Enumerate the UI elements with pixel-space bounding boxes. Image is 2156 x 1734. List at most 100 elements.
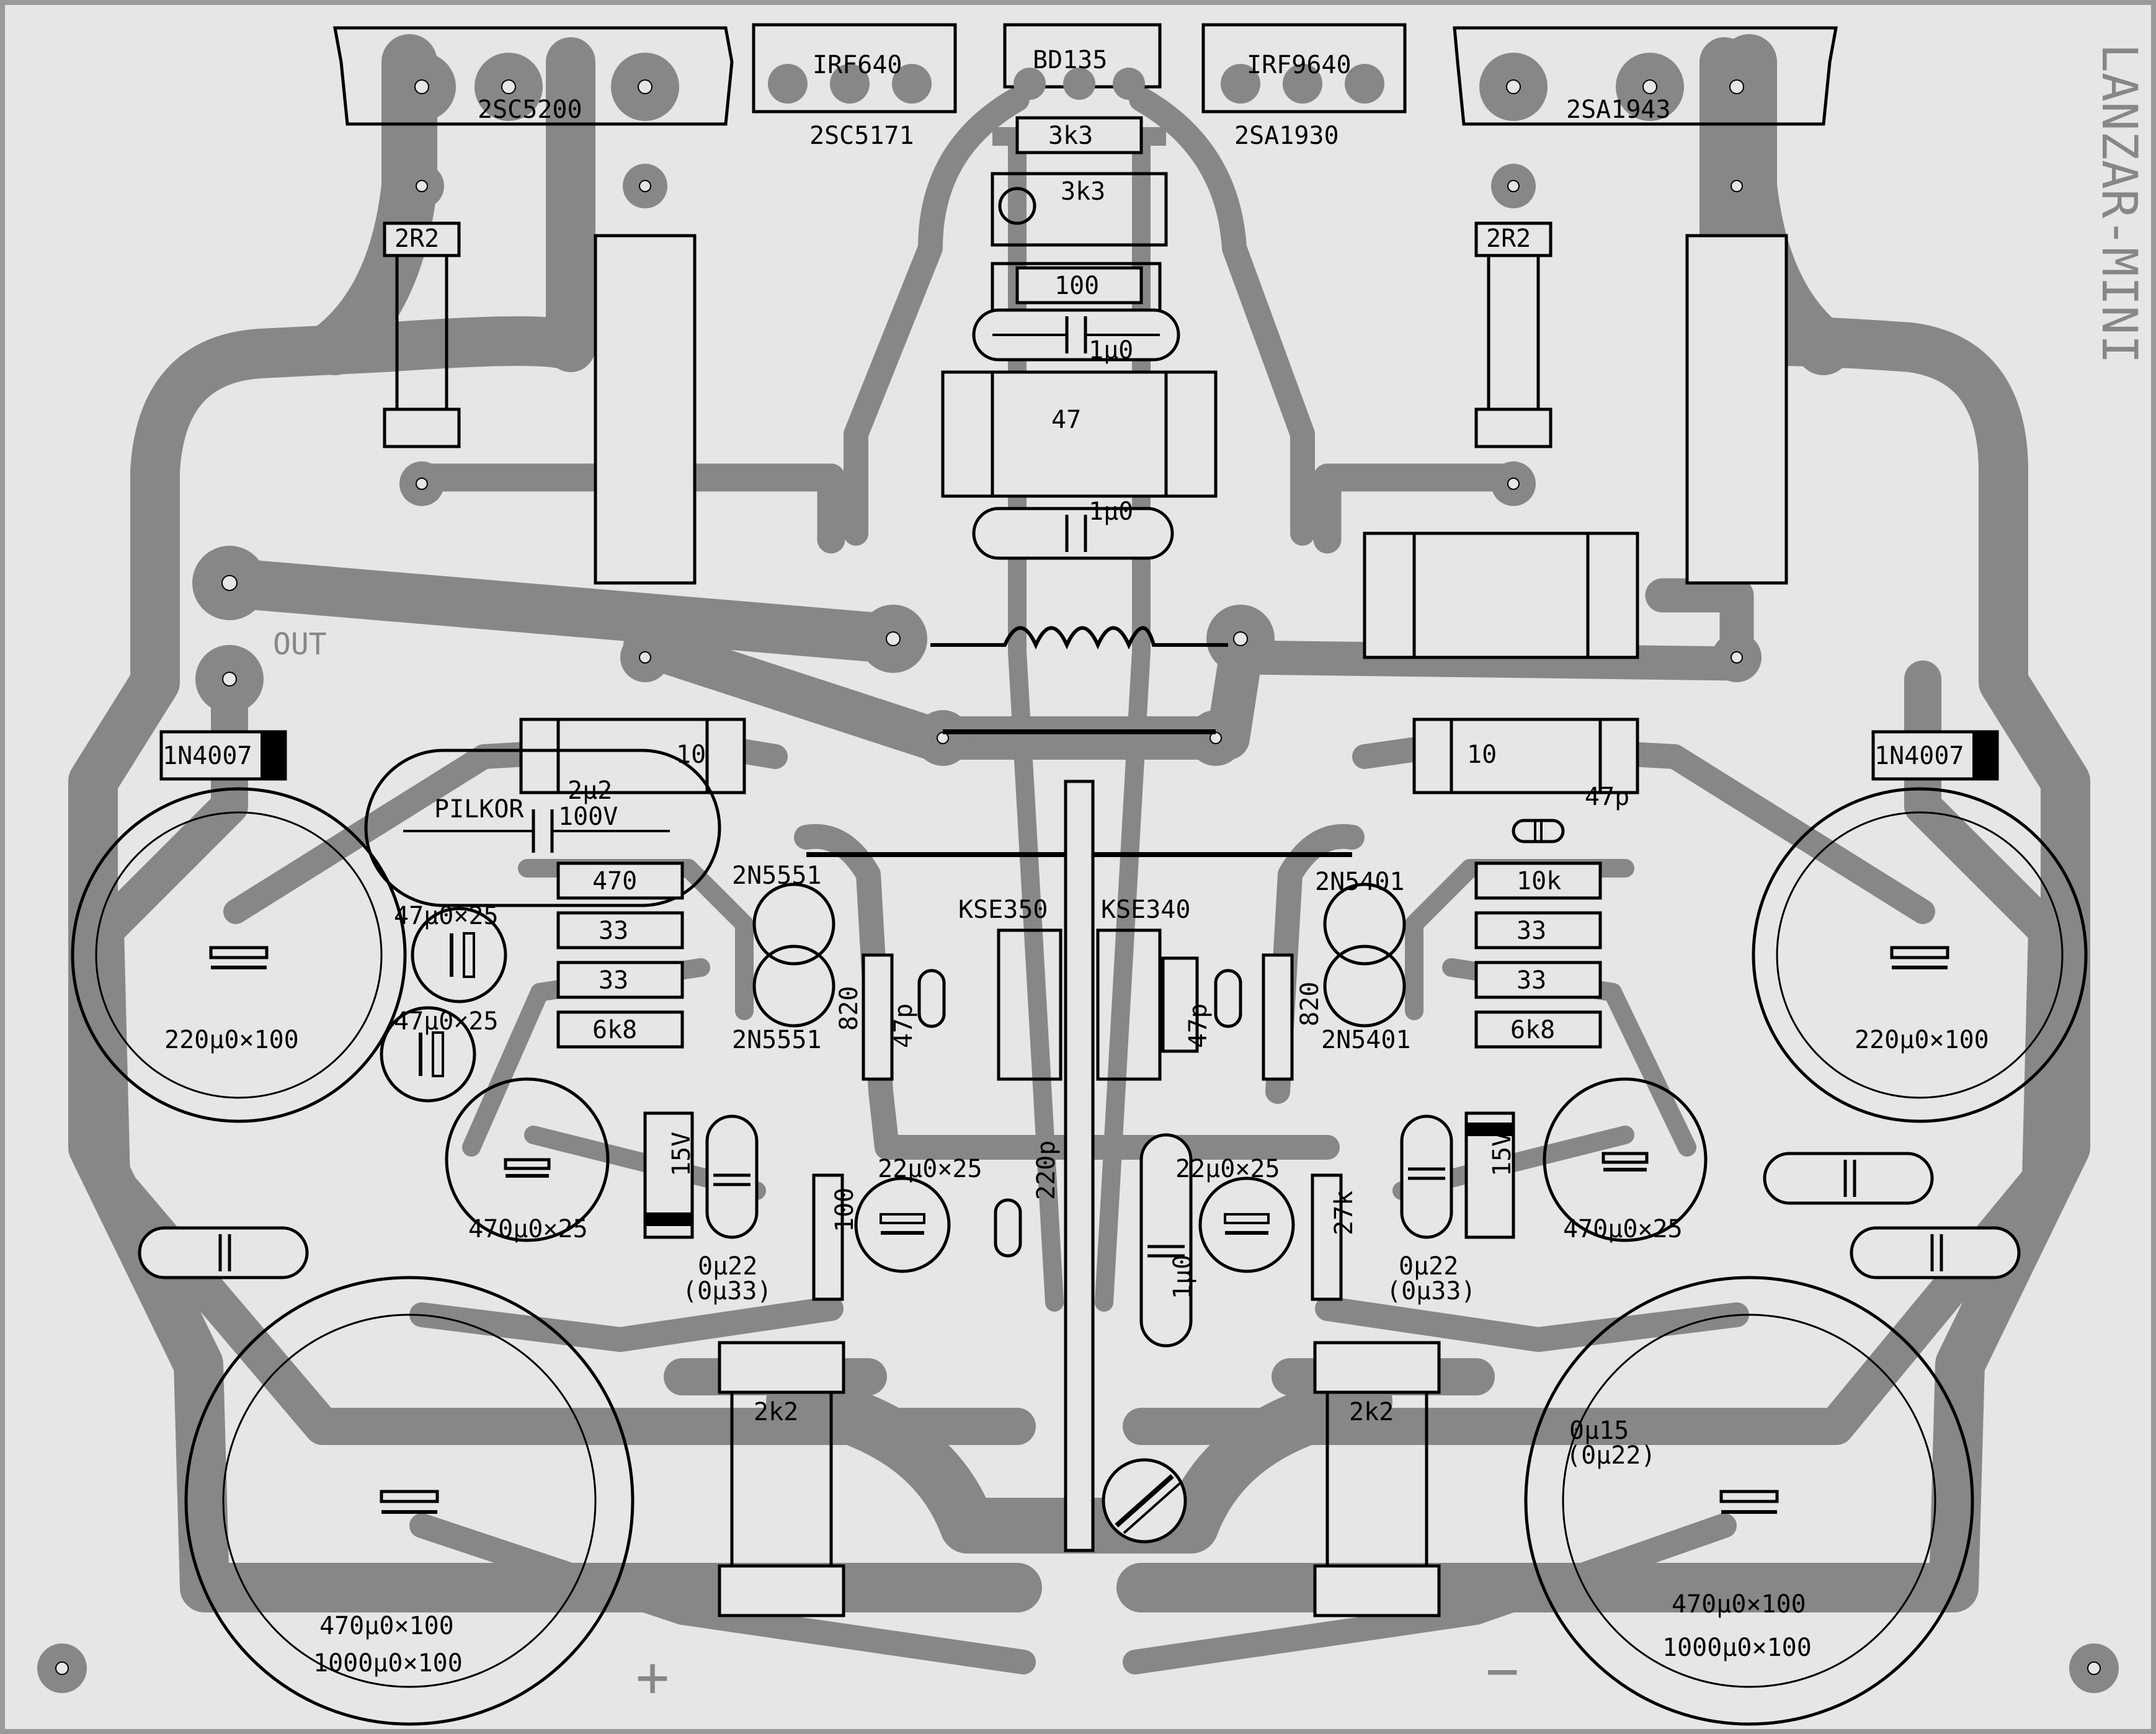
svg-text:1N4007: 1N4007 <box>1874 742 1964 770</box>
resistor-33c: 33 <box>1474 911 1602 949</box>
svg-text:2R2: 2R2 <box>394 225 439 253</box>
cap-220u-left: 220μ0×100 <box>71 787 407 1123</box>
cap-47p-right-v: 47p <box>1184 969 1242 1048</box>
resistor-33a: 33 <box>556 911 684 949</box>
transistor-irf9640: IRF9640 2SA1930 <box>1201 23 1407 150</box>
transistor-2n5551-b: 2N5551 <box>732 945 835 1054</box>
resistor-5w-left <box>594 234 697 585</box>
resistor-47-power: 47 <box>941 370 1218 498</box>
svg-text:0μ22: 0μ22 <box>698 1252 757 1281</box>
svg-text:2N5551: 2N5551 <box>732 1026 822 1054</box>
resistor-power-right <box>1363 531 1639 659</box>
cap-220u-right: 220μ0×100 <box>1752 787 2088 1123</box>
cap-film-right-a <box>1763 1152 1934 1205</box>
board-title: LANZAR-MINI <box>2091 43 2147 364</box>
cap-film-left <box>138 1226 309 1279</box>
svg-text:KSE350: KSE350 <box>958 896 1048 924</box>
svg-text:220μ0×100: 220μ0×100 <box>164 1026 299 1054</box>
transistor-2n5551-a: 2N5551 <box>732 861 835 966</box>
transistor-bd135: BD135 <box>1003 23 1162 100</box>
cap-220p: 220p <box>994 1140 1061 1258</box>
svg-text:1μ0: 1μ0 <box>1089 336 1133 365</box>
svg-text:2N5401: 2N5401 <box>1321 1026 1411 1054</box>
resistor-3k3-top: 3k3 <box>992 116 1166 154</box>
svg-text:470μ0×100: 470μ0×100 <box>319 1612 454 1640</box>
svg-text:470: 470 <box>592 867 637 896</box>
svg-text:2R2: 2R2 <box>1486 225 1531 253</box>
svg-text:6k8: 6k8 <box>1510 1016 1555 1044</box>
svg-text:22μ0×25: 22μ0×25 <box>878 1155 982 1183</box>
svg-text:100: 100 <box>831 1188 859 1232</box>
cap-470u25-left: 470μ0×25 <box>445 1077 610 1243</box>
svg-text:470μ0×25: 470μ0×25 <box>1563 1215 1683 1243</box>
svg-text:820: 820 <box>1296 982 1324 1026</box>
svg-text:33: 33 <box>1517 917 1546 945</box>
transistor-kse350: KSE350 <box>958 896 1062 1081</box>
svg-text:470μ0×100: 470μ0×100 <box>1672 1590 1806 1619</box>
resistor-33b: 33 <box>556 961 684 999</box>
resistor-10-left: 10 <box>519 718 746 794</box>
cap-47u-b: 47μ0×25 <box>380 1006 499 1103</box>
svg-text:2k2: 2k2 <box>754 1398 798 1426</box>
transistor-2sc5200: 2SC5200 <box>333 26 734 126</box>
svg-text:(0μ22): (0μ22) <box>1566 1441 1656 1470</box>
svg-text:27k: 27k <box>1330 1191 1358 1235</box>
svg-text:2SC5200: 2SC5200 <box>478 96 582 124</box>
svg-text:820: 820 <box>835 986 863 1031</box>
svg-text:220μ0×100: 220μ0×100 <box>1855 1026 1989 1054</box>
mounting-holes <box>37 1643 2119 1693</box>
svg-text:10k: 10k <box>1517 867 1561 896</box>
minus-terminal-label: − <box>1486 1638 1519 1704</box>
resistor-6k8-right: 6k8 <box>1474 1010 1602 1049</box>
svg-text:2SA1943: 2SA1943 <box>1566 96 1671 124</box>
transistor-irf640: IRF640 2SC5171 <box>752 23 957 150</box>
cap-film-right-b <box>1850 1226 2021 1279</box>
svg-text:2μ2: 2μ2 <box>568 776 612 805</box>
svg-text:1μ0: 1μ0 <box>1089 497 1133 526</box>
svg-text:1N4007: 1N4007 <box>163 742 252 770</box>
svg-text:33: 33 <box>599 917 628 945</box>
svg-text:BD135: BD135 <box>1033 46 1107 74</box>
cap-470u25-right: 470μ0×25 <box>1543 1077 1708 1243</box>
cap-22u-left: 22μ0×25 <box>854 1155 982 1273</box>
svg-text:47p: 47p <box>1184 1003 1213 1048</box>
svg-text:47μ0×25: 47μ0×25 <box>394 1007 499 1036</box>
svg-text:IRF9640: IRF9640 <box>1247 51 1352 79</box>
svg-text:220p: 220p <box>1032 1140 1061 1200</box>
svg-text:2SC5171: 2SC5171 <box>809 122 914 150</box>
bias-trimmer <box>1102 1458 1187 1544</box>
svg-text:22μ0×25: 22μ0×25 <box>1175 1155 1280 1183</box>
cap-1u0-mid: 1μ0 <box>972 497 1174 560</box>
svg-text:0μ22: 0μ22 <box>1399 1252 1458 1281</box>
cap-0u22-left: 0μ22 (0μ33) <box>682 1114 772 1305</box>
svg-text:2N5551: 2N5551 <box>732 861 822 890</box>
resistor-100-top: 100 <box>991 262 1162 318</box>
transistor-kse340: KSE340 <box>1096 896 1199 1081</box>
svg-text:10: 10 <box>1467 740 1497 769</box>
svg-text:2N5401: 2N5401 <box>1315 868 1405 896</box>
svg-text:1000μ0×100: 1000μ0×100 <box>313 1649 463 1678</box>
resistor-10-right: 10 47p <box>1412 718 1639 811</box>
svg-text:15V: 15V <box>1488 1132 1517 1176</box>
svg-text:0μ15: 0μ15 <box>1569 1416 1629 1445</box>
svg-text:47μ0×25: 47μ0×25 <box>394 902 499 930</box>
cap-22u-right: 22μ0×25 <box>1175 1155 1295 1273</box>
output-inductor <box>930 626 1228 734</box>
svg-text:IRF640: IRF640 <box>813 51 902 79</box>
cap-1u0-top: 1μ0 <box>972 308 1180 365</box>
diode-1n4007-right: 1N4007 <box>1871 730 1999 781</box>
svg-text:47p: 47p <box>889 1003 918 1048</box>
cap-0u22-right: 0μ22 (0μ33) <box>1386 1114 1476 1305</box>
transistor-2sa1943: 2SA1943 <box>1453 26 1838 126</box>
resistor-10k: 10k <box>1474 861 1602 900</box>
transistor-2n5401-b: 2N5401 <box>1321 945 1411 1054</box>
resistor-100-mid: 100 <box>812 1173 859 1301</box>
svg-text:47p: 47p <box>1585 783 1629 811</box>
svg-text:3k3: 3k3 <box>1061 177 1105 206</box>
cap-big-right: 0μ15 (0μ22) 470μ0×100 1000μ0×100 <box>1524 1276 1974 1726</box>
svg-text:1000μ0×100: 1000μ0×100 <box>1662 1634 1812 1662</box>
resistor-2r2-left: 2R2 <box>383 221 461 448</box>
resistor-470: 470 <box>556 861 684 900</box>
svg-text:2k2: 2k2 <box>1349 1398 1394 1426</box>
